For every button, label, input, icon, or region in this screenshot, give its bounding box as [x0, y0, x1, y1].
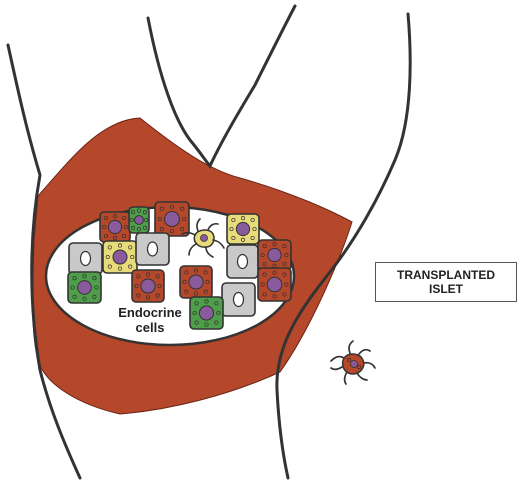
beta-cell: [155, 202, 189, 236]
pp-cell: [69, 243, 102, 274]
endocrine-cells-label: Endocrine cells: [108, 305, 192, 335]
alpha-cell: [190, 297, 223, 329]
beta-cell: [258, 268, 291, 301]
endocrine-label-line1: Endocrine: [108, 305, 192, 320]
pp-cell: [222, 283, 255, 316]
delta-cell: [227, 214, 259, 244]
pp-cell: [227, 245, 258, 278]
dendritic-cell-outside: [331, 341, 375, 384]
transplanted-islet-title-box: TRANSPLANTED ISLET: [375, 262, 517, 302]
beta-cell: [132, 270, 164, 302]
title-line2: ISLET: [429, 282, 463, 296]
endocrine-label-line2: cells: [108, 320, 192, 335]
alpha-cell: [68, 272, 101, 303]
pp-cell: [136, 233, 169, 265]
delta-cell: [103, 241, 137, 273]
beta-cell: [100, 212, 130, 242]
beta-cell: [258, 240, 291, 270]
alpha-cell: [129, 207, 149, 233]
title-line1: TRANSPLANTED: [397, 268, 495, 282]
beta-cell: [180, 266, 212, 298]
